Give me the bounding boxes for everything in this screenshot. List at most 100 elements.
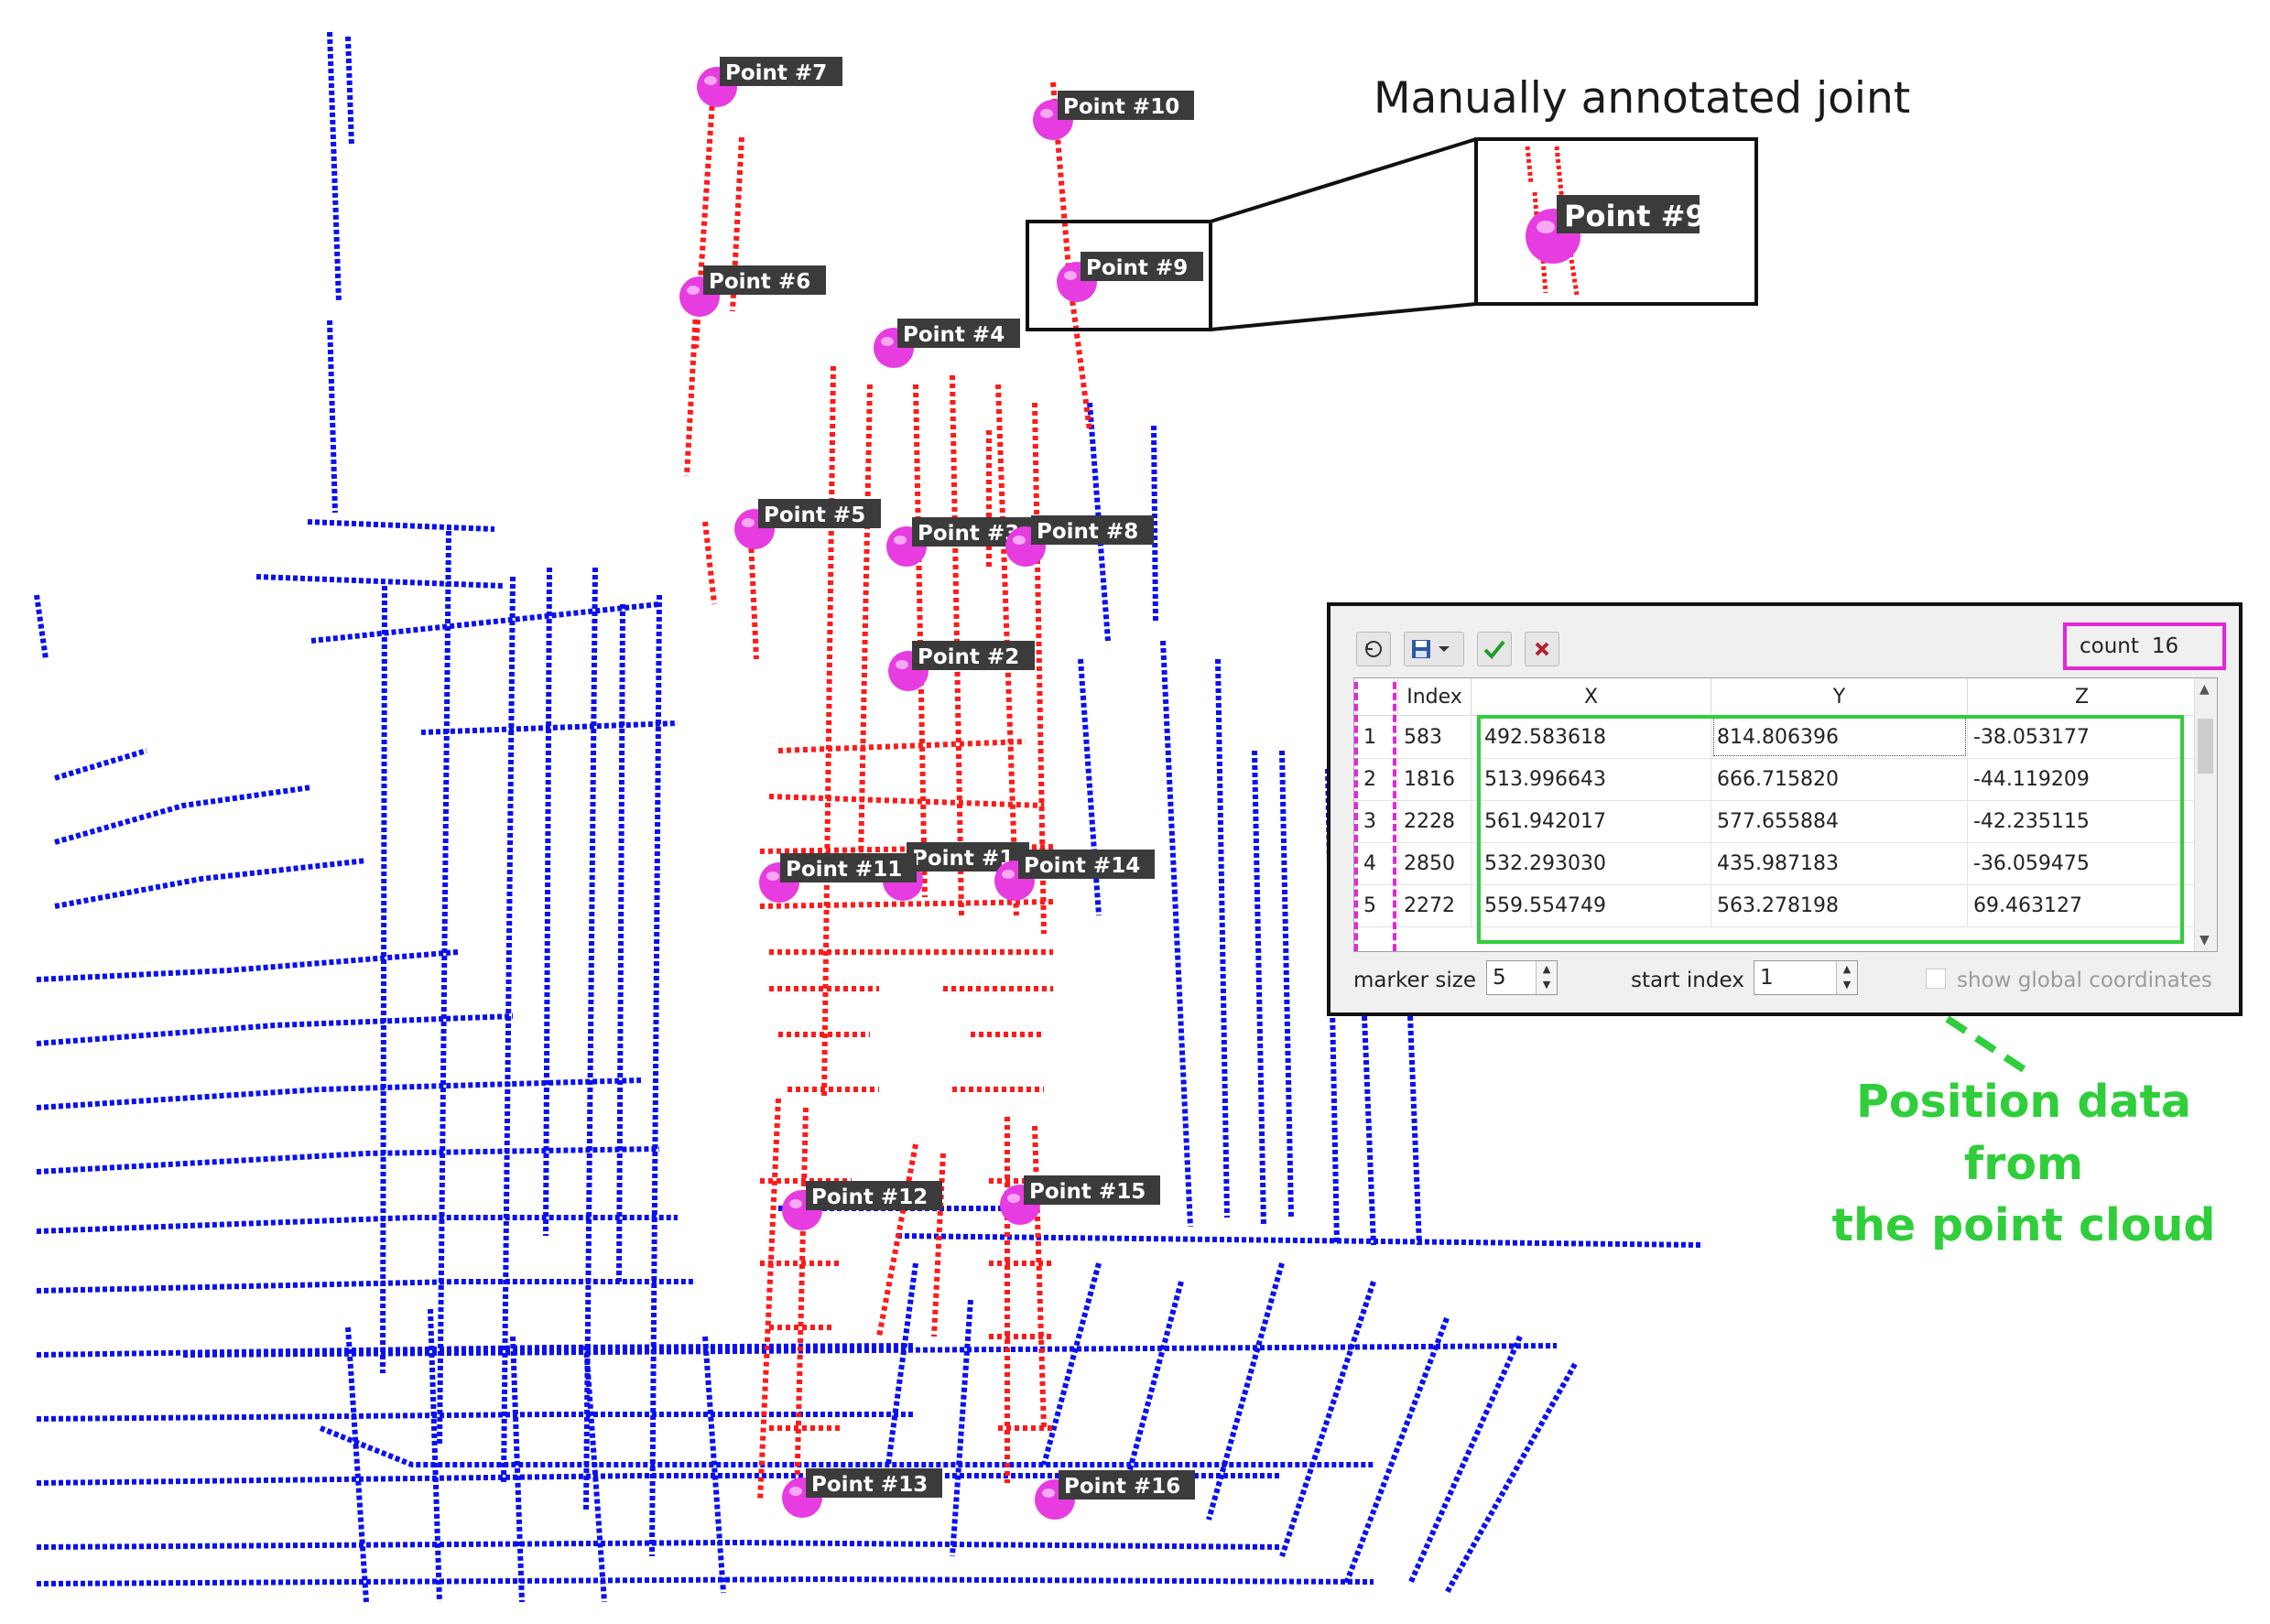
joint-marker-label: Point #5 [764,503,865,527]
marker-label-background [1059,1470,1195,1499]
joint-marker-label: Point #8 [1037,520,1138,544]
position-data-caption: Position data from the point cloud [1795,1071,2253,1257]
marker-size-input[interactable]: 5 ▲▼ [1486,960,1558,995]
scrollbar-thumb[interactable] [2198,719,2213,774]
cell-index[interactable]: 2850 [1398,842,1472,884]
marker-highlight [789,1487,802,1496]
joint-marker-label: Point #4 [903,323,1005,347]
row-number-cell: 1 [1354,716,1398,758]
cell-z[interactable]: 69.463127 [1968,884,2197,926]
marker-label-background [1024,1175,1160,1205]
column-header-index[interactable]: Index [1398,678,1472,715]
marker-highlight [881,337,894,346]
save-button[interactable] [1404,632,1464,666]
marker-label-background [720,57,842,86]
marker-highlight [704,76,717,85]
marker-size-label: marker size [1353,969,1476,992]
zoom-connector-lines [1026,137,1477,331]
marker-highlight [1042,1489,1055,1498]
vertical-scrollbar[interactable]: ▲ ▼ [2194,678,2217,951]
cell-x[interactable]: 561.942017 [1472,800,1711,842]
cell-x[interactable]: 492.583618 [1472,716,1711,758]
position-data-highlight [1477,715,2184,944]
marker-label-background [1081,252,1203,281]
annotation-title: Manually annotated joint [1374,73,1911,124]
marker-highlight [766,872,779,881]
cancel-button[interactable] [1525,632,1559,666]
marker-highlight [1040,109,1053,118]
dropdown-arrow-icon [1439,646,1450,652]
row-number-cell: 3 [1354,800,1398,842]
cell-x[interactable]: 559.554749 [1472,884,1711,926]
marker-label-background [703,265,826,295]
marker-label-background [1018,850,1155,879]
column-header-y[interactable]: Y [1711,678,1968,715]
row-number-header [1354,678,1398,715]
cell-index[interactable]: 2272 [1398,884,1472,926]
global-coordinates-label: show global coordinates [1957,969,2212,992]
marker-highlight [1007,1194,1020,1203]
cell-y[interactable]: 563.278198 [1711,884,1968,926]
cell-x[interactable]: 532.293030 [1472,842,1711,884]
delete-icon [1535,642,1549,656]
joint-marker-label: Point #12 [811,1186,928,1209]
cell-y[interactable]: 435.987183 [1711,842,1968,884]
restore-icon [1365,641,1382,657]
cell-index[interactable]: 2228 [1398,800,1472,842]
marker-label-background [758,499,881,528]
confirm-button[interactable] [1477,632,1512,666]
zoom-source-box [1026,220,1212,331]
joint-marker-label: Point #11 [786,858,902,882]
marker-label-background [1031,515,1154,545]
column-header-z[interactable]: Z [1968,678,2197,715]
joint-marker-label: Point #6 [709,270,810,294]
marker-highlight [1013,536,1026,545]
marker-label-background [1058,91,1194,120]
marker-label-background [806,1181,942,1210]
start-index-value: 1 [1760,966,1774,990]
cell-x[interactable]: 513.996643 [1472,758,1711,800]
cell-y[interactable]: 666.715820 [1711,758,1968,800]
scroll-up-icon[interactable]: ▲ [2199,682,2210,697]
joint-marker-label: Point #14 [1024,854,1140,878]
joint-marker-label: Point #16 [1064,1475,1180,1499]
marker-highlight [1002,870,1015,879]
marker-size-value: 5 [1493,966,1506,990]
joint-marker-label: Point #15 [1029,1180,1146,1204]
cell-y[interactable]: 814.806396 [1711,716,1968,758]
joint-marker-label: Point #13 [811,1473,928,1497]
marker-highlight [687,286,700,295]
start-index-input[interactable]: 1 ▲▼ [1754,960,1858,995]
marker-highlight [896,660,908,669]
row-number-cell: 5 [1354,884,1398,926]
cell-index[interactable]: 583 [1398,716,1472,758]
cell-y[interactable]: 577.655884 [1711,800,1968,842]
marker-label-background [912,641,1035,670]
count-label: count [2080,634,2139,658]
table-header: Index X Y Z [1354,678,2197,716]
caption-line-1: Position data from [1856,1076,2191,1190]
joint-marker-label: Point #10 [1063,95,1179,119]
global-coordinates-checkbox[interactable] [1926,969,1946,989]
zoom-marker-label: Point #9 [1564,199,1706,233]
restore-button[interactable] [1356,632,1391,666]
row-number-cell: 4 [1354,842,1398,884]
cell-index[interactable]: 1816 [1398,758,1472,800]
column-header-x[interactable]: X [1472,678,1711,715]
marker-label-background [897,319,1020,348]
start-index-stepper[interactable]: ▲▼ [1836,961,1857,994]
scroll-down-icon[interactable]: ▼ [2199,933,2210,947]
marker-size-stepper[interactable]: ▲▼ [1536,961,1557,994]
marker-highlight [789,1199,802,1208]
save-icon [1412,640,1430,658]
cell-z[interactable]: -44.119209 [1968,758,2197,800]
